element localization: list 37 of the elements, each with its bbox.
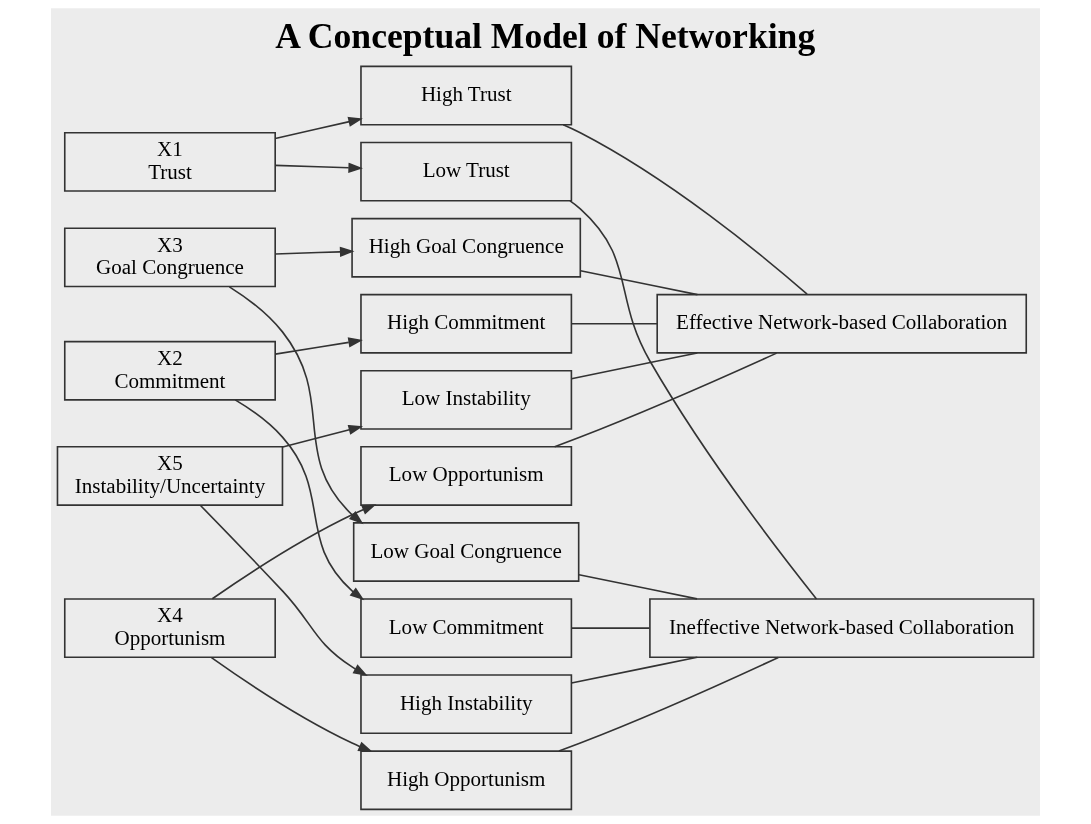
connector: [558, 656, 780, 752]
node-box: High Commitment: [360, 293, 573, 354]
arrow: [274, 337, 363, 355]
arrow: [274, 162, 363, 173]
diagram-title: A Conceptual Model of Networking: [275, 15, 816, 56]
arrow: [211, 504, 377, 600]
connector: [570, 352, 699, 380]
connector: [570, 627, 651, 629]
node-box: Effective Network-based Collaboration: [656, 293, 1028, 354]
arrow: [234, 399, 365, 601]
node-box: High Instability: [360, 674, 573, 735]
connector: [562, 123, 808, 295]
node-box: X4 Opportunism: [63, 598, 276, 659]
node-box: High Opportunism: [360, 750, 573, 811]
arrow: [274, 116, 363, 140]
node-box: X2 Commitment: [63, 340, 276, 401]
arrow: [281, 424, 364, 448]
node-box: X1 Trust: [63, 131, 276, 192]
node-box: High Goal Congruence: [351, 217, 582, 278]
node-box: Low Commitment: [360, 598, 573, 659]
node-box: Low Trust: [360, 141, 573, 202]
connector: [578, 573, 698, 600]
node-box: Low Opportunism: [360, 446, 573, 506]
connector: [579, 269, 699, 296]
connector: [570, 322, 658, 325]
node-box: X5 Instability/Uncertainty: [56, 446, 284, 506]
connector: [569, 200, 818, 600]
arrow: [274, 246, 355, 257]
node-box: High Trust: [360, 65, 573, 126]
node-box: Ineffective Network-based Collaboration: [649, 598, 1035, 659]
node-box: Low Instability: [360, 369, 573, 430]
arrow: [228, 286, 364, 525]
node-box: Low Goal Congruence: [352, 522, 580, 582]
connector: [570, 656, 699, 684]
arrow: [199, 504, 368, 676]
arrow: [210, 656, 373, 753]
node-box: X3 Goal Congruence: [63, 227, 276, 288]
